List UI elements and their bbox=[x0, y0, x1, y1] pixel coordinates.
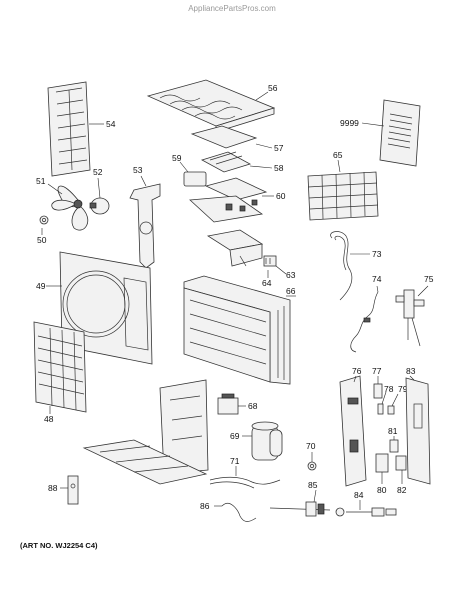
part-70-grommet[interactable] bbox=[307, 461, 317, 471]
callout-9999[interactable]: 9999 bbox=[340, 118, 359, 128]
part-76-control-panel[interactable] bbox=[339, 375, 367, 487]
art-number: (ART NO. WJ2254 C4) bbox=[20, 541, 98, 550]
callout-60[interactable]: 60 bbox=[276, 191, 286, 201]
part-71-wire[interactable] bbox=[209, 476, 281, 489]
callout-64[interactable]: 64 bbox=[262, 278, 272, 288]
part-57-cover-plate[interactable] bbox=[190, 125, 258, 149]
part-84-power-cord[interactable] bbox=[335, 507, 397, 517]
watermark-text: AppliancePartsPros.com bbox=[188, 4, 276, 13]
part-52-fan-motor[interactable] bbox=[89, 197, 110, 215]
callout-65[interactable]: 65 bbox=[333, 150, 343, 160]
part-51-fan-blade[interactable] bbox=[51, 185, 89, 231]
callout-69[interactable]: 69 bbox=[230, 431, 240, 441]
callout-82[interactable]: 82 bbox=[397, 485, 407, 495]
part-73-cable[interactable] bbox=[330, 231, 353, 301]
part-sound-blanket bbox=[159, 379, 209, 475]
callout-58[interactable]: 58 bbox=[274, 163, 284, 173]
callout-53[interactable]: 53 bbox=[133, 165, 143, 175]
callout-50[interactable]: 50 bbox=[37, 235, 47, 245]
callout-48[interactable]: 48 bbox=[44, 414, 54, 424]
part-88-bracket[interactable] bbox=[67, 475, 79, 505]
callout-70[interactable]: 70 bbox=[306, 441, 316, 451]
part-82-relay[interactable] bbox=[395, 455, 407, 471]
part-58-box-lid[interactable] bbox=[200, 151, 252, 173]
callout-75[interactable]: 75 bbox=[424, 274, 434, 284]
callout-77[interactable]: 77 bbox=[372, 366, 382, 376]
callout-78[interactable]: 78 bbox=[384, 384, 394, 394]
part-81-terminal[interactable] bbox=[389, 439, 399, 453]
part-66-condenser-coil[interactable] bbox=[183, 275, 291, 385]
part-base-pan bbox=[82, 439, 208, 485]
part-83-side-cover[interactable] bbox=[405, 377, 431, 485]
part-75-service-valve[interactable] bbox=[395, 289, 425, 347]
part-48-fan-grille[interactable] bbox=[33, 321, 87, 413]
callout-63[interactable]: 63 bbox=[286, 270, 296, 280]
callout-49[interactable]: 49 bbox=[36, 281, 46, 291]
callout-74[interactable]: 74 bbox=[372, 274, 382, 284]
callout-83[interactable]: 83 bbox=[406, 366, 416, 376]
callout-80[interactable]: 80 bbox=[377, 485, 387, 495]
part-74-temperature-sensor[interactable] bbox=[350, 291, 379, 353]
part-86-wire-harness[interactable] bbox=[221, 502, 257, 522]
part-85-expansion-valve[interactable] bbox=[269, 501, 331, 517]
part-78-fuse[interactable] bbox=[377, 403, 384, 415]
callout-71[interactable]: 71 bbox=[230, 456, 240, 466]
callout-51[interactable]: 51 bbox=[36, 176, 46, 186]
part-59-module[interactable] bbox=[183, 171, 207, 187]
part-77-clip[interactable] bbox=[373, 383, 383, 399]
part-electrical-chassis bbox=[206, 229, 264, 267]
part-53-motor-bracket[interactable] bbox=[129, 183, 161, 269]
callout-86[interactable]: 86 bbox=[200, 501, 210, 511]
callout-73[interactable]: 73 bbox=[372, 249, 382, 259]
callout-66[interactable]: 66 bbox=[286, 286, 296, 296]
part-50-fan-nut[interactable] bbox=[39, 215, 49, 225]
part-69-compressor[interactable] bbox=[251, 421, 283, 461]
part-65-wire-grille[interactable] bbox=[307, 171, 379, 221]
callout-81[interactable]: 81 bbox=[388, 426, 398, 436]
part-68-reactor[interactable] bbox=[217, 393, 239, 415]
callout-57[interactable]: 57 bbox=[274, 143, 284, 153]
callout-59[interactable]: 59 bbox=[172, 153, 182, 163]
callout-56[interactable]: 56 bbox=[268, 83, 278, 93]
part-80-terminal-board[interactable] bbox=[375, 453, 389, 473]
callout-76[interactable]: 76 bbox=[352, 366, 362, 376]
part-63-connector[interactable] bbox=[263, 255, 277, 267]
part-54-filter-screen[interactable] bbox=[47, 81, 91, 177]
part-9999-manual[interactable] bbox=[379, 99, 421, 167]
part-56-top-cover[interactable] bbox=[146, 79, 276, 133]
part-79-fastener[interactable] bbox=[387, 405, 395, 415]
callout-79[interactable]: 79 bbox=[398, 384, 408, 394]
callout-54[interactable]: 54 bbox=[106, 119, 116, 129]
callout-68[interactable]: 68 bbox=[248, 401, 258, 411]
callout-52[interactable]: 52 bbox=[93, 167, 103, 177]
callout-85[interactable]: 85 bbox=[308, 480, 318, 490]
callout-84[interactable]: 84 bbox=[354, 490, 364, 500]
part-60-control-board[interactable] bbox=[189, 177, 268, 223]
callout-88[interactable]: 88 bbox=[48, 483, 58, 493]
